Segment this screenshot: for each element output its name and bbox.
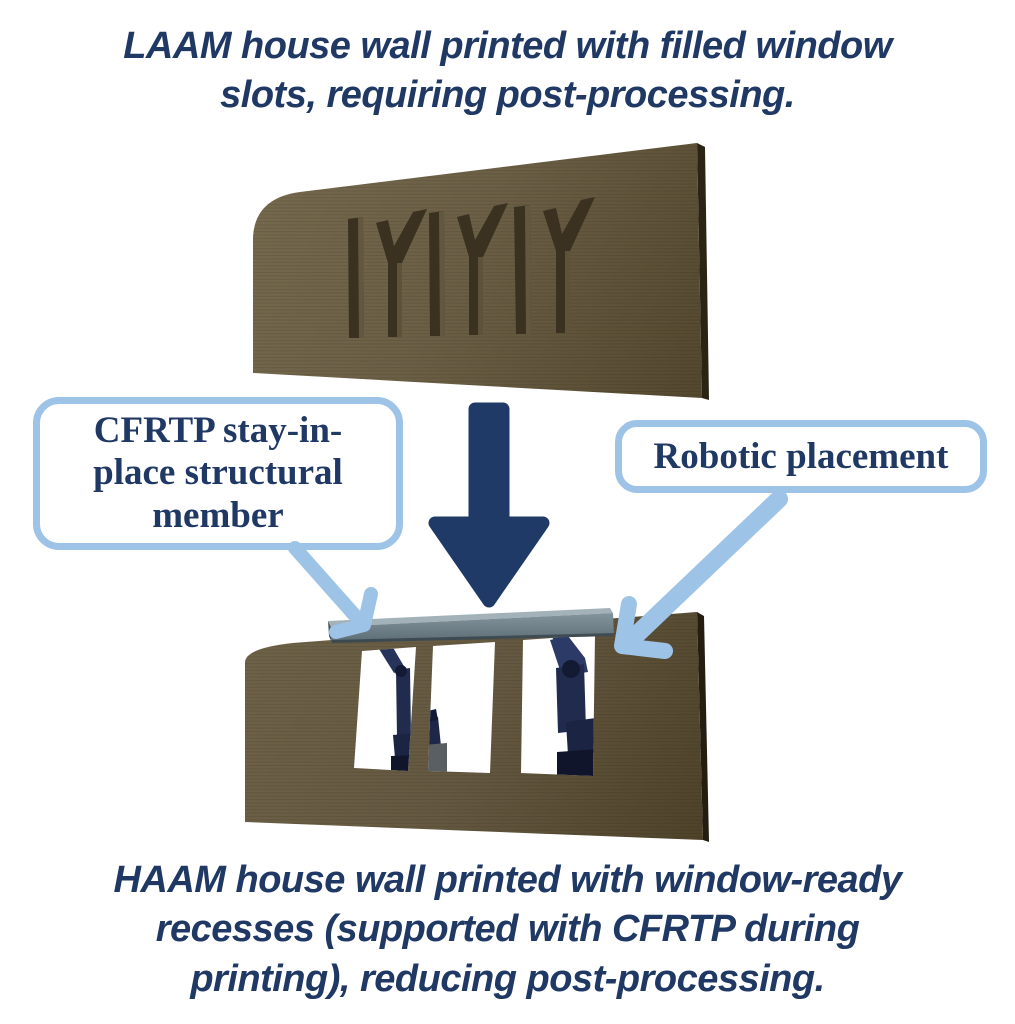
- window-opening-2: [428, 642, 495, 773]
- cfrtp-callout-label: CFRTP stay-in- place structural member: [93, 410, 343, 537]
- bottom-caption: HAAM house wall printed with window-read…: [0, 856, 1015, 1004]
- robot-arm-right: [548, 635, 595, 776]
- down-arrow-shape: [428, 402, 550, 608]
- filled-window-slot-group-3: [514, 197, 595, 334]
- top-caption: LAAM house wall printed with filled wind…: [0, 22, 1015, 121]
- filled-window-slot-group-1: [348, 209, 427, 338]
- cfrtp-line-3: member: [152, 494, 284, 536]
- bottom-caption-line-1: HAAM house wall printed with window-read…: [113, 859, 902, 901]
- cfrtp-line-2: place structural: [93, 452, 343, 494]
- robotic-callout-label: Robotic placement: [653, 436, 949, 477]
- cfrtp-pointer-arrow-icon: [288, 541, 378, 639]
- down-arrow-icon: [428, 402, 550, 608]
- cfrtp-callout: CFRTP stay-in- place structural member: [33, 397, 403, 550]
- robotic-placement-callout: Robotic placement: [615, 420, 987, 493]
- robotic-pointer-arrow-icon: [614, 490, 788, 659]
- cfrtp-line-1: CFRTP stay-in-: [93, 410, 343, 452]
- bottom-caption-line-2: recesses (supported with CFRTP during: [155, 908, 860, 951]
- bottom-caption-line-3: printing), reducing post-processing.: [190, 957, 825, 1000]
- haam-wall-render: [245, 608, 709, 842]
- wall-side-edge: [697, 612, 709, 842]
- cfrtp-beam: [328, 608, 614, 643]
- wall-side-edge: [697, 143, 709, 400]
- laam-wall-render: [253, 143, 709, 400]
- top-caption-line-1: LAAM house wall printed with filled wind…: [123, 25, 892, 67]
- top-caption-line-2: slots, requiring post-processing.: [220, 74, 795, 117]
- filled-window-slot-group-2: [429, 203, 508, 336]
